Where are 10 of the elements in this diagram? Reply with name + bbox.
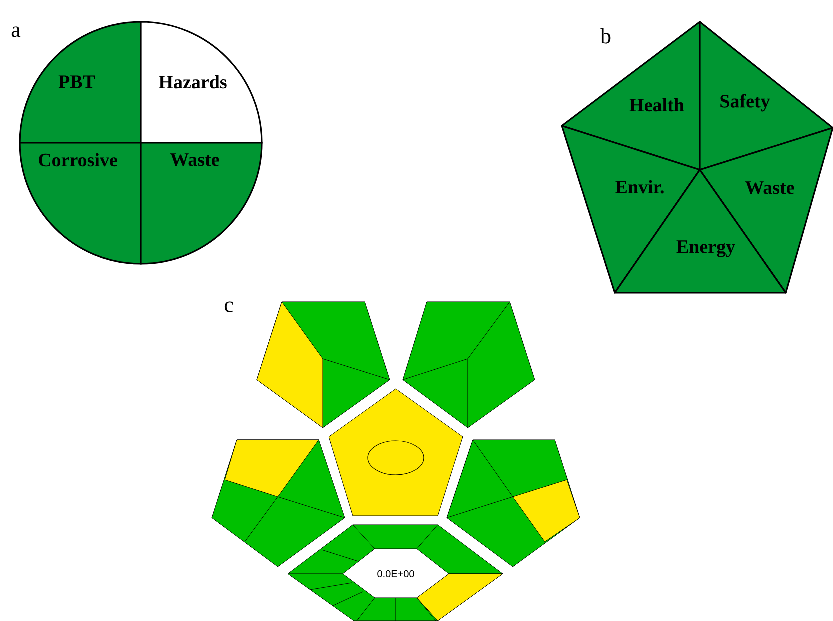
panel-letter: b [600, 28, 611, 44]
panel-letter: c [224, 302, 234, 312]
pie-quadrant: PBT [19, 21, 142, 144]
hexagon: 0.0E+00 [342, 548, 450, 598]
pie-quadrant: Hazards [140, 21, 263, 144]
pentagon-sector: Safety [699, 21, 833, 171]
panel-letter: a [12, 26, 21, 38]
pie-quadrant: Corrosive [19, 142, 142, 265]
node-label: Safety [720, 94, 770, 112]
pie-quadrant: Waste [140, 142, 263, 265]
